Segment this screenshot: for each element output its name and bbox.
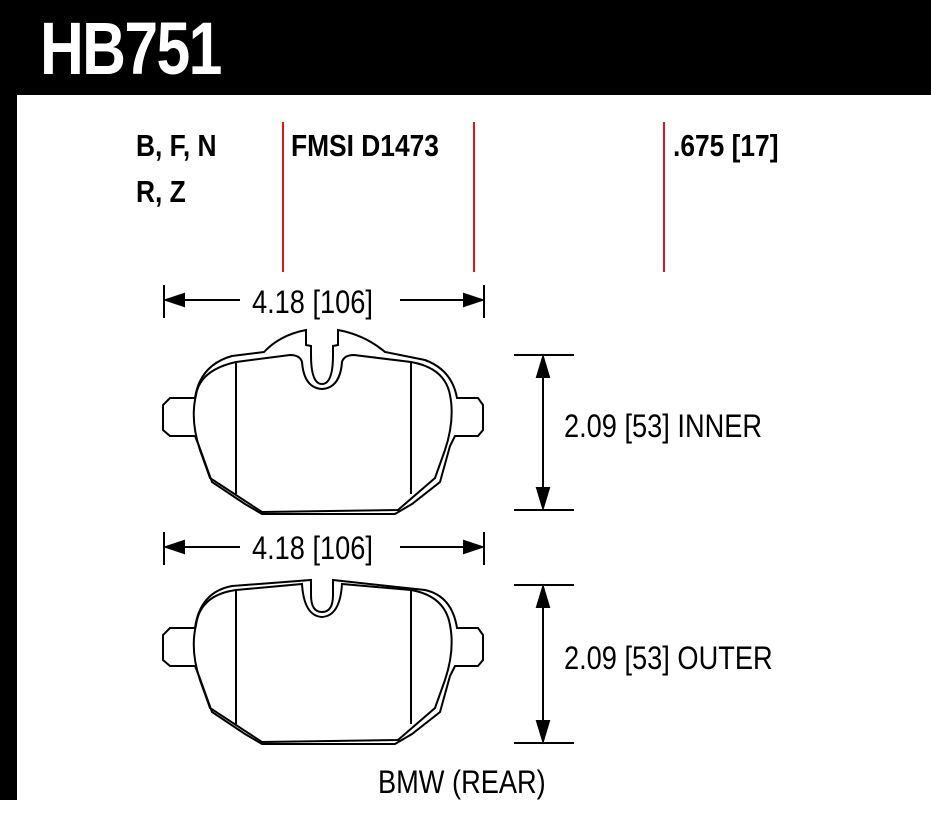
inner-height-label: 2.09 [53] INNER [564, 408, 763, 444]
outer-height-label: 2.09 [53] OUTER [564, 640, 773, 676]
inner-width-label: 4.18 [106] [252, 284, 373, 320]
outer-width-label: 4.18 [106] [252, 530, 373, 566]
outer-pad-outline [162, 578, 484, 745]
thickness: .675 [17] [673, 128, 779, 163]
compounds-line1: B, F, N [136, 128, 217, 163]
header-bar [0, 0, 931, 95]
red-separator-lines [282, 122, 665, 272]
application-label: BMW (REAR) [378, 764, 546, 800]
compounds-line2: R, Z [136, 174, 186, 209]
fmsi-number: FMSI D1473 [291, 128, 439, 163]
inner-pad-outline [162, 328, 484, 515]
left-bar [0, 95, 17, 800]
part-number: HB751 [40, 7, 222, 90]
